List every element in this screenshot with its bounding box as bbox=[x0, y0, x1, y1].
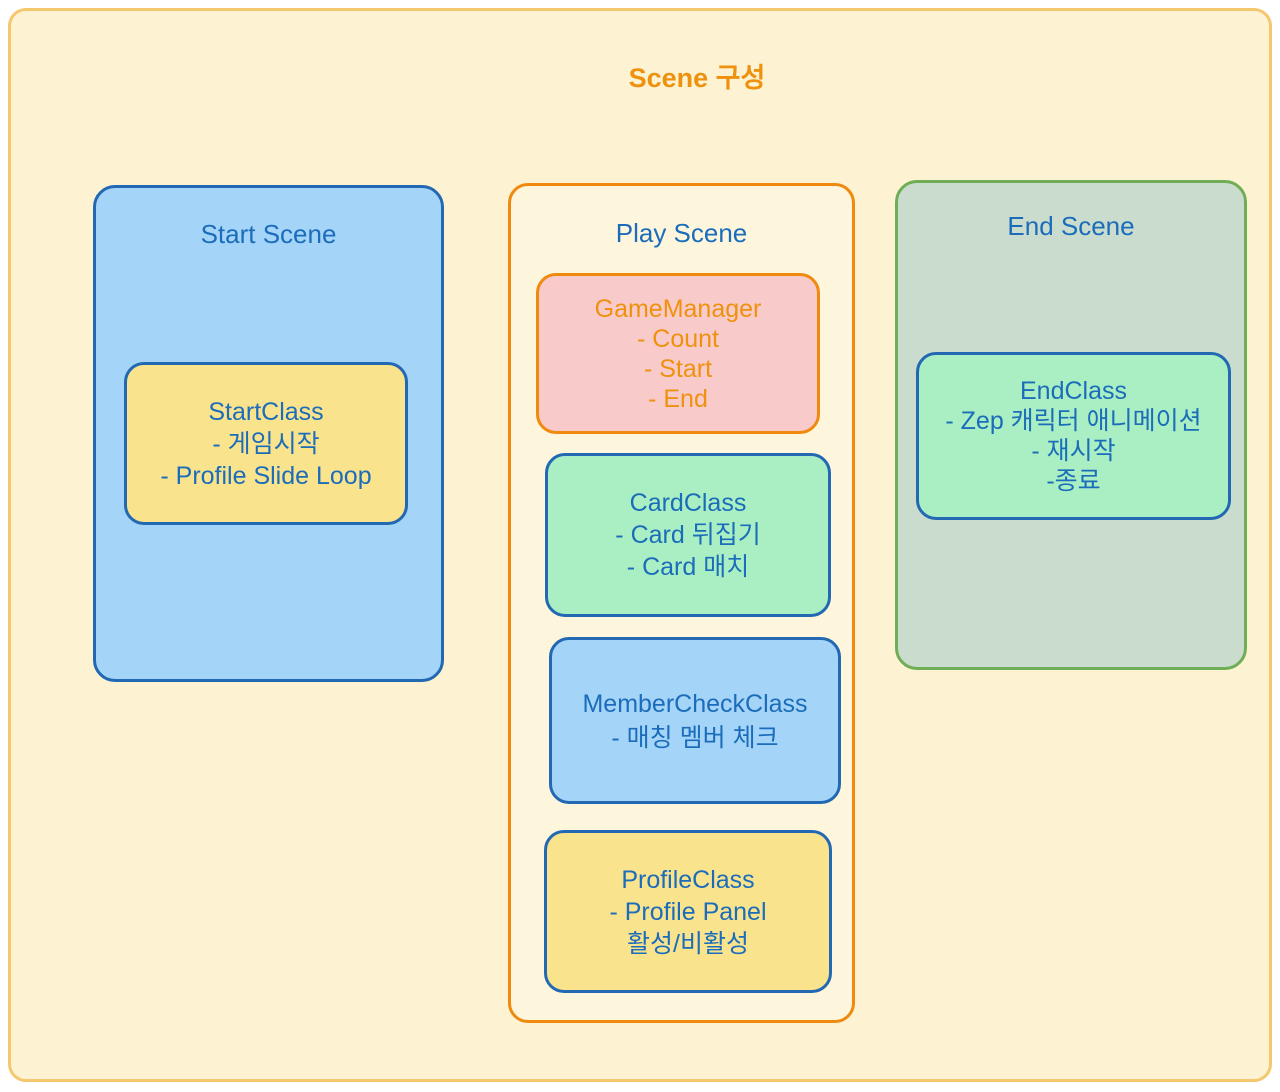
cardclass-box: CardClass - Card 뒤집기 - Card 매치 bbox=[545, 453, 831, 617]
diagram-title: Scene 구성 bbox=[628, 63, 766, 93]
class-line: - Start bbox=[643, 354, 713, 383]
class-line: - Profile Panel bbox=[609, 897, 767, 926]
class-line: - Count bbox=[637, 324, 719, 353]
class-name: MemberCheckClass bbox=[582, 689, 808, 718]
class-line: - Card 매치 bbox=[626, 553, 750, 581]
start-scene-title: Start Scene bbox=[200, 219, 337, 249]
gamemanager-box: GameManager - Count - Start - End bbox=[536, 273, 820, 434]
class-line: - Zep 캐릭터 애니메이션 bbox=[945, 407, 1202, 435]
class-name: StartClass bbox=[208, 397, 324, 426]
class-name: ProfileClass bbox=[621, 865, 755, 894]
class-name: GameManager bbox=[594, 294, 762, 323]
play-scene-title: Play Scene bbox=[615, 218, 748, 248]
end-scene-title: End Scene bbox=[1007, 211, 1135, 241]
class-line: - End bbox=[648, 384, 708, 413]
startclass-box: StartClass - 게임시작 - Profile Slide Loop bbox=[124, 362, 408, 525]
class-line: - 재시작 bbox=[1031, 437, 1116, 465]
class-line: - 매칭 멤버 체크 bbox=[611, 723, 779, 752]
class-line: 활성/비활성 bbox=[627, 929, 749, 958]
class-name: EndClass bbox=[1020, 377, 1127, 405]
class-line: -종료 bbox=[1046, 467, 1101, 495]
class-line: - Profile Slide Loop bbox=[160, 461, 372, 490]
endclass-box: EndClass - Zep 캐릭터 애니메이션 - 재시작 -종료 bbox=[916, 352, 1231, 520]
membercheckclass-box: MemberCheckClass - 매칭 멤버 체크 bbox=[549, 637, 841, 804]
profileclass-box: ProfileClass - Profile Panel 활성/비활성 bbox=[544, 830, 832, 993]
class-name: CardClass bbox=[629, 489, 747, 517]
class-line: - 게임시작 bbox=[212, 429, 320, 458]
class-line: - Card 뒤집기 bbox=[615, 521, 761, 549]
